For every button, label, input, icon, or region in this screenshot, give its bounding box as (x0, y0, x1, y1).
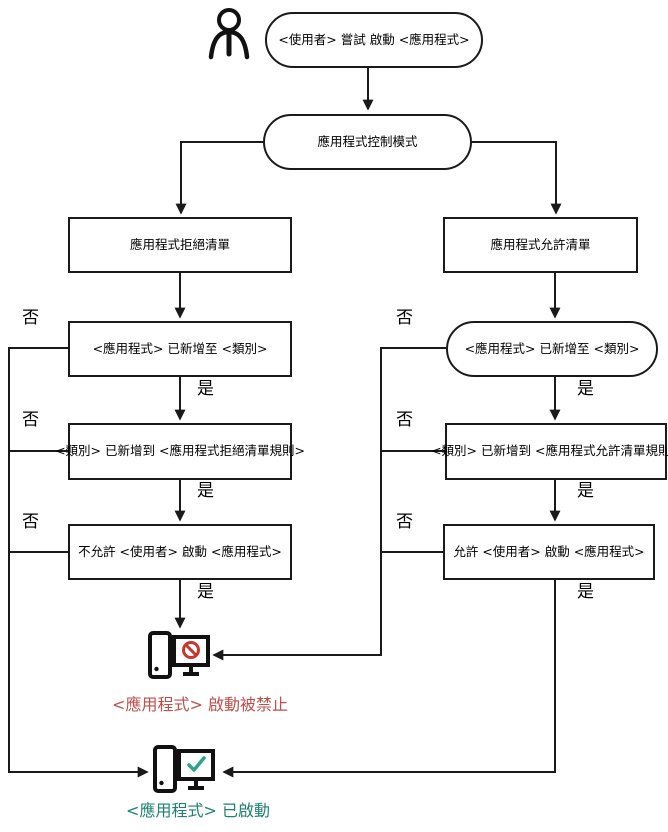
branch-yes-label: 是 (577, 582, 594, 602)
node-allow-category-check: <應用程式> 已新增至 <類別> (446, 321, 658, 377)
node-deny-rule-label: <類別> 已新增到 <應用程式拒絕清單規則> (55, 443, 305, 459)
pc-tower (153, 745, 177, 793)
branch-no-label: 否 (22, 410, 39, 430)
branch-yes-label: 是 (577, 481, 594, 501)
node-start: <使用者> 嘗試 啟動 <應用程式> (265, 12, 483, 68)
node-control-mode-label: 應用程式控制模式 (317, 133, 418, 149)
computer-started-icon (153, 745, 215, 793)
node-allow-rule-label: <類別> 已新增到 <應用程式允許清單規則> (431, 443, 668, 459)
branch-no-label: 否 (396, 410, 413, 430)
connector-deny-no-rail-to-started (8, 347, 149, 778)
computer-blocked-icon (148, 631, 210, 679)
started-result-text: <應用程式> 已啟動 (126, 801, 270, 820)
node-deny-action-label: 不允許 <使用者> 啟動 <應用程式> (78, 543, 282, 559)
node-start-label: <使用者> 嘗試 啟動 <應用程式> (278, 31, 470, 47)
branch-yes-label: 是 (577, 379, 594, 399)
connector-allow-action-to-started (222, 580, 556, 778)
connector-mode-to-allowlist (472, 141, 562, 215)
pc-tower (148, 631, 172, 679)
node-deny-category-check: <應用程式> 已新增至 <類別> (68, 321, 292, 377)
pc-power-led (154, 666, 159, 672)
node-allow-rule-check: <類別> 已新增到 <應用程式允許清單規則> (431, 423, 668, 480)
branch-no-label: 否 (396, 308, 413, 328)
pc-power-led (159, 780, 164, 786)
branch-no-label: 否 (22, 308, 39, 328)
node-allow-action: 允許 <使用者> 啟動 <應用程式> (443, 524, 655, 580)
blocked-result-text: <應用程式> 啟動被禁止 (112, 695, 288, 714)
connector-allow-no-rail-to-blocked (212, 347, 446, 661)
user-icon (208, 8, 250, 60)
branch-yes-label: 是 (197, 582, 214, 602)
check-mark (187, 756, 206, 772)
prohibition-sign (182, 641, 200, 659)
node-allowlist: 應用程式允許清單 (443, 217, 638, 273)
branch-no-label: 否 (22, 512, 39, 532)
node-allow-category-label: <應用程式> 已新增至 <類別> (464, 340, 640, 356)
node-allow-action-label: 允許 <使用者> 啟動 <應用程式> (453, 543, 645, 559)
node-deny-rule-check: <類別> 已新增到 <應用程式拒絕清單規則> (55, 423, 305, 480)
node-deny-category-label: <應用程式> 已新增至 <類別> (92, 340, 268, 356)
branch-yes-label: 是 (197, 379, 214, 399)
node-control-mode: 應用程式控制模式 (263, 114, 472, 170)
branch-yes-label: 是 (197, 481, 214, 501)
branch-no-label: 否 (396, 512, 413, 532)
connector-mode-to-denylist (175, 141, 263, 215)
node-allowlist-label: 應用程式允許清單 (490, 236, 591, 252)
node-denylist-label: 應用程式拒絕清單 (129, 236, 230, 252)
node-deny-action: 不允許 <使用者> 啟動 <應用程式> (68, 524, 292, 580)
node-denylist: 應用程式拒絕清單 (68, 217, 292, 273)
